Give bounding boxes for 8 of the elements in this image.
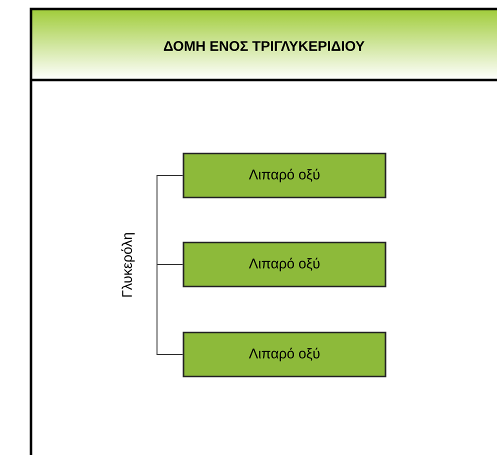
connector [156, 175, 184, 266]
rotated-label: Γλυκερόλη [121, 233, 135, 297]
connector [156, 264, 184, 266]
process-box: Λιπαρό οξύ [182, 152, 386, 198]
process-box: Λιπαρό οξύ [182, 332, 386, 378]
title: ΔΟΜΗ ΕΝΟΣ ΤΡΙΓΛΥΚΕΡΙΔΙΟΥ [164, 41, 364, 51]
process-box: Λιπαρό οξύ [182, 242, 386, 288]
connector [156, 264, 184, 355]
